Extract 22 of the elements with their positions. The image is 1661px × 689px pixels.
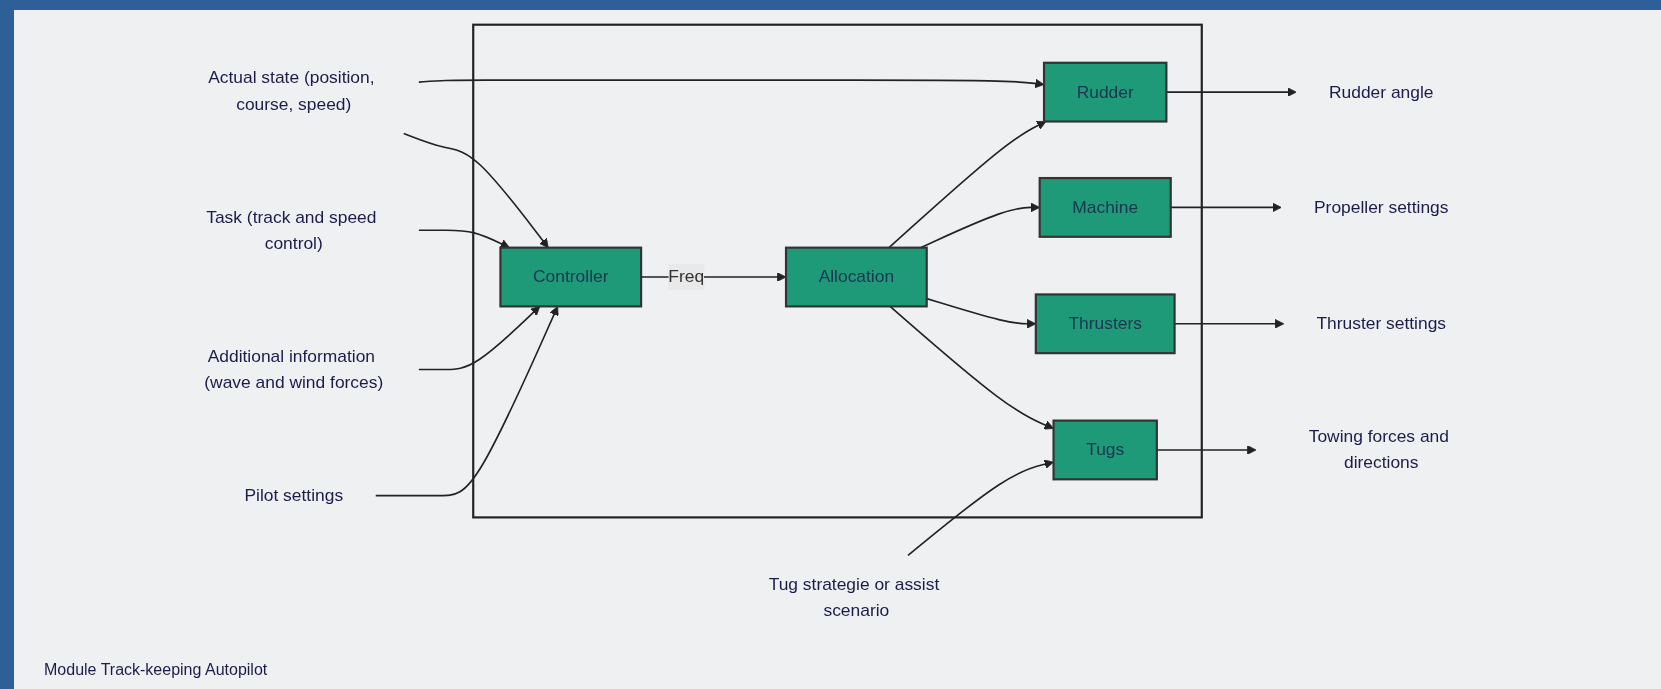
arrow (1156, 445, 1257, 455)
node-box: Tugs (1052, 419, 1158, 481)
node-box: Controller (499, 246, 643, 308)
node-box: Thrusters (1034, 293, 1176, 355)
arrow (907, 459, 1054, 557)
node-box: Rudder (1042, 61, 1168, 123)
node-text: Pilot settings (244, 485, 344, 505)
node-text: Propeller settings (1314, 197, 1449, 217)
node-text: Additional information (wave and wind forces) (204, 346, 384, 392)
node-text: Thruster settings (1316, 314, 1447, 333)
cluster (472, 23, 1203, 519)
node-text: Actual state (position, course, speed) (208, 68, 375, 113)
node-text: Task (track and speed control) (206, 207, 377, 253)
node-text: Rudder angle (1328, 82, 1434, 101)
footer-text: Module Track-keeping Autopilot (44, 661, 268, 678)
node-box: Allocation (784, 246, 928, 308)
node-text: Tug strategie or assist scenario (768, 575, 940, 620)
edge-label: Freq (668, 267, 705, 286)
node-box: Machine (1038, 176, 1172, 238)
node-text: Towing forces and directions (1308, 427, 1449, 472)
arrow (888, 121, 1047, 249)
arrow (418, 78, 1045, 89)
